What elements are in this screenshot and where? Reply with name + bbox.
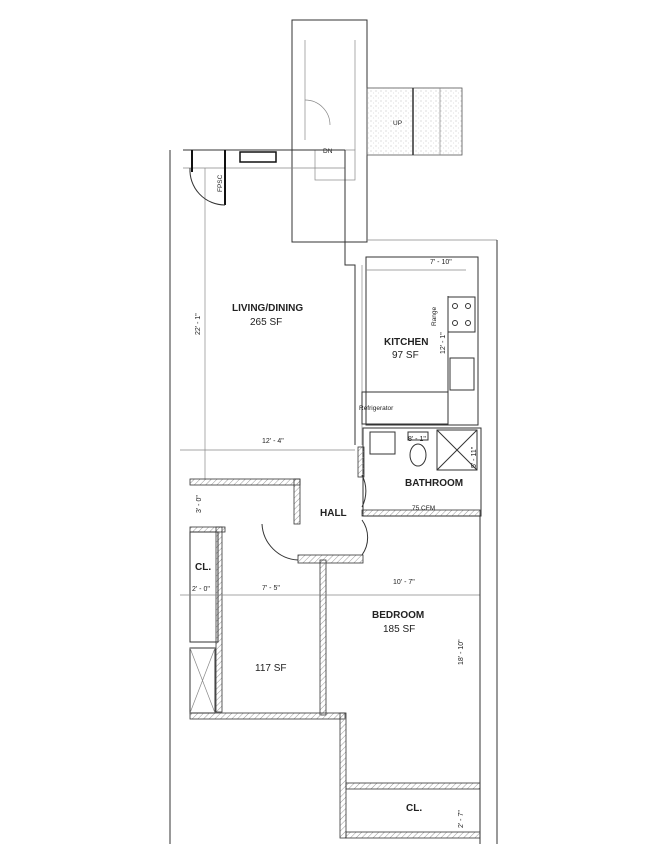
left-closet <box>189 531 219 714</box>
room-width-dim: 7' - 5" <box>262 585 280 592</box>
kitchen-width-dim: 7' - 10" <box>430 259 452 266</box>
shower-icon <box>436 429 478 471</box>
fan-label: 75 CFM <box>412 505 435 512</box>
bedroom-closet-name: CL. <box>406 803 422 814</box>
bath-width-dim: 8' - 1" <box>408 436 426 443</box>
bathroom-name: BATHROOM <box>405 478 463 489</box>
hall-walls <box>189 474 481 716</box>
living-height-dim: 22' - 1" <box>195 313 202 335</box>
closet-width-dim: 2' - 0" <box>192 586 210 593</box>
bedroom-walls <box>339 516 481 844</box>
living-width-dim: 12' - 4" <box>262 438 284 445</box>
kitchen-area: 97 SF <box>392 350 419 361</box>
fpsc-label: FPSC <box>217 174 224 192</box>
hall-name: HALL <box>320 508 347 519</box>
left-closet-name: CL. <box>195 562 211 573</box>
kitchen-name: KITCHEN <box>384 337 428 348</box>
sink-icon <box>449 357 475 391</box>
stair-up <box>366 87 498 844</box>
bedroom-height-dim: 18' - 10" <box>458 639 465 665</box>
kitchen-height-dim: 12' - 1" <box>440 332 447 354</box>
stair-up-label: UP <box>393 120 402 127</box>
kitchen-walls <box>361 256 479 426</box>
bath-sink-icon <box>369 431 396 455</box>
stair-down-label: DN <box>323 148 333 155</box>
bedroom-width-dim: 10' - 7" <box>393 579 415 586</box>
hall-closet-dim: 3' - 0" <box>196 495 203 513</box>
range-label: Range <box>431 306 438 326</box>
second-room-area: 117 SF <box>255 663 287 674</box>
stair-corridor <box>291 19 368 243</box>
living-dining-area: 265 SF <box>250 317 282 328</box>
counter <box>361 391 449 425</box>
bedroom-name: BEDROOM <box>372 610 424 621</box>
bedroom-area: 185 SF <box>383 624 415 635</box>
range-icon <box>447 296 476 333</box>
living-dining-name: LIVING/DINING <box>232 303 303 314</box>
bath-height-dim: 5' - 11" <box>471 446 478 468</box>
second-room-walls <box>180 594 480 720</box>
bedroom-closet-dim: 2' - 7" <box>458 810 465 828</box>
refrigerator-label: Refrigerator <box>359 405 394 412</box>
toilet-icon <box>409 443 427 467</box>
